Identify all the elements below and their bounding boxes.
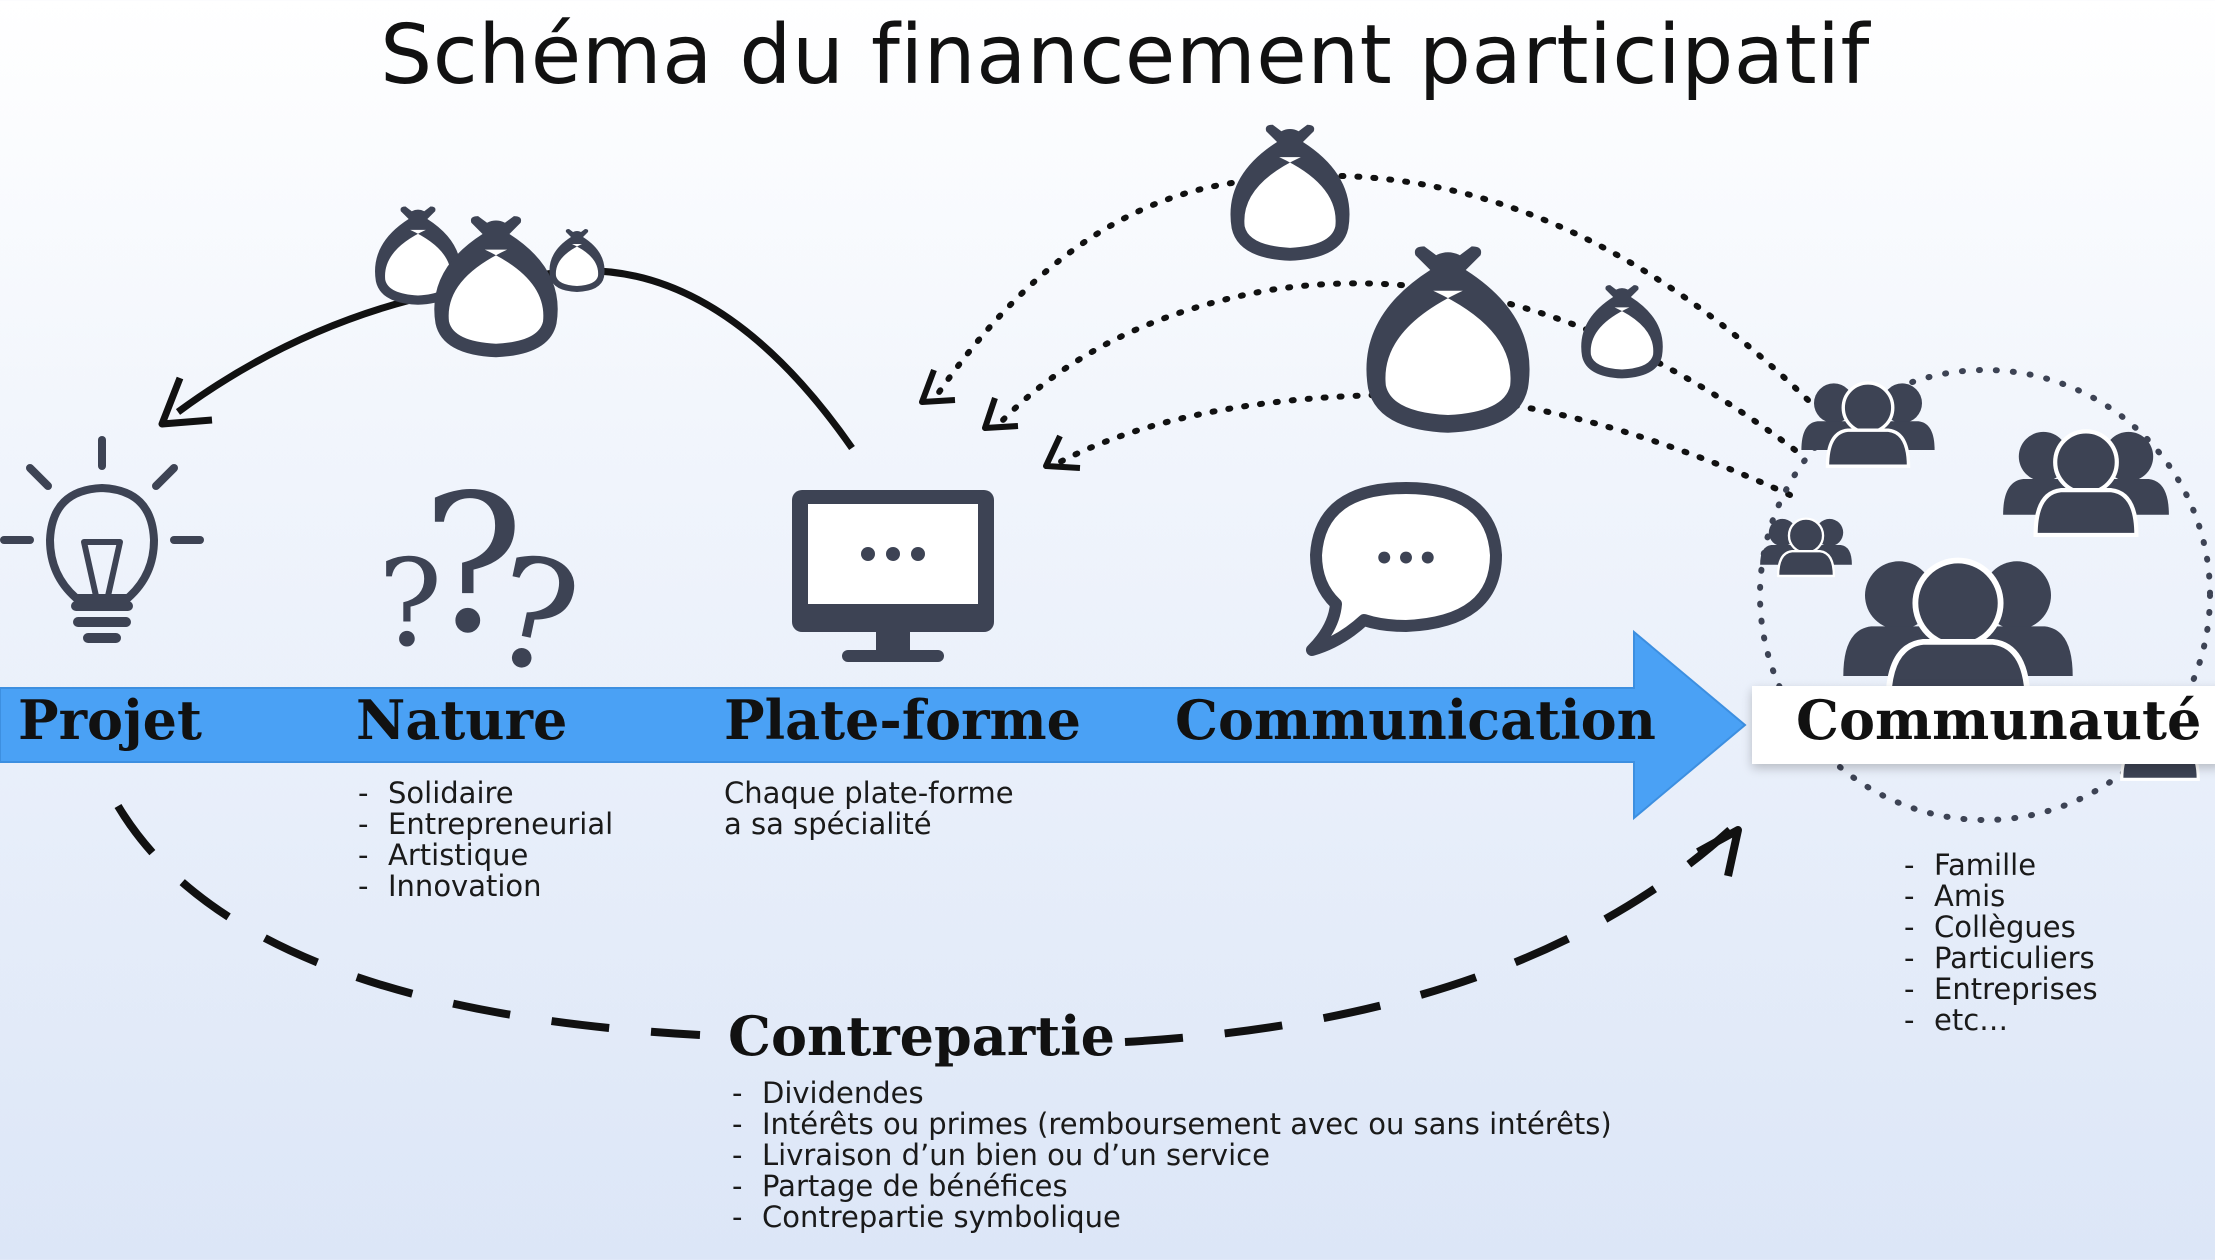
- people-group-icon: [1760, 519, 1852, 576]
- people-group-icon: [2003, 431, 2169, 535]
- money-bag-icon: $: [549, 229, 605, 292]
- process-arrow: [0, 629, 1747, 821]
- dotted-arc-middle-arrowhead: [982, 397, 1019, 431]
- people-group-icon: [1801, 383, 1934, 466]
- monitor-icon: [792, 490, 994, 662]
- money-bag-icon: $: [1366, 246, 1530, 433]
- money-bag-icon: $: [1581, 285, 1663, 379]
- list-item: Solidaire: [356, 778, 613, 810]
- stage-nature: Nature: [356, 688, 568, 752]
- stage-projet: Projet: [18, 688, 202, 752]
- svg-text:$: $: [1267, 164, 1314, 242]
- contrepartie-title: Contrepartie: [728, 1004, 1116, 1068]
- svg-text:$: $: [1416, 300, 1480, 407]
- list-item: Innovation: [356, 871, 613, 903]
- svg-text:$: $: [1606, 312, 1638, 366]
- svg-text:$: $: [472, 258, 520, 338]
- svg-text:$: $: [401, 236, 435, 292]
- contrepartie-list: Dividendes Intérêts ou primes (rembourse…: [730, 1078, 1612, 1234]
- list-item: Dividendes: [730, 1078, 1612, 1110]
- stage-communication: Communication: [1175, 688, 1656, 752]
- stage-communaute: Communauté: [1796, 688, 2202, 752]
- list-item: Partage de bénéfices: [730, 1171, 1612, 1203]
- svg-text:•••: •••: [1373, 539, 1438, 579]
- nature-list: Solidaire Entrepreneurial Artistique Inn…: [356, 778, 613, 903]
- money-bag-icon: $: [434, 216, 558, 358]
- list-item: Particuliers: [1902, 943, 2098, 975]
- dotted-arc-middle: [997, 280, 1798, 453]
- list-item: Amis: [1902, 881, 2098, 913]
- people-group-icon: [1843, 561, 2072, 704]
- funding-arc-arrowhead: [158, 376, 213, 428]
- question-marks-icon: ? ? ?: [378, 454, 592, 710]
- list-item: Collègues: [1902, 912, 2098, 944]
- lightbulb-icon: [0, 436, 204, 643]
- dotted-arc-inner: [1057, 391, 1793, 498]
- list-item: Famille: [1902, 850, 2098, 882]
- list-item: etc…: [1902, 1005, 2098, 1037]
- plateforme-note: Chaque plate-forme a sa spécialité: [724, 778, 1014, 840]
- list-item: Artistique: [356, 840, 613, 872]
- list-item: Intérêts ou primes (remboursement avec o…: [730, 1109, 1612, 1141]
- contrepartie-arc-arrowhead: [1696, 826, 1742, 877]
- list-item: Entreprises: [1902, 974, 2098, 1006]
- list-item: Entrepreneurial: [356, 809, 613, 841]
- plateforme-note-line: Chaque plate-forme: [724, 776, 1014, 810]
- communaute-label-box: [1752, 686, 2215, 764]
- money-bag-icon: $: [375, 206, 461, 305]
- svg-text:$: $: [566, 248, 588, 284]
- dotted-arc-outer-arrowhead: [919, 368, 956, 405]
- dotted-arc-inner-arrowhead: [1043, 434, 1081, 471]
- svg-text:?: ?: [422, 454, 524, 675]
- money-bag-icon: $: [1230, 124, 1350, 261]
- svg-text:?: ?: [378, 535, 442, 674]
- plateforme-note-line: a sa spécialité: [724, 807, 932, 841]
- list-item: Livraison d’un bien ou d’un service: [730, 1140, 1612, 1172]
- contrepartie-arc: [114, 803, 1733, 1046]
- speech-bubble-icon: •••: [1306, 482, 1502, 656]
- community-circle: [1757, 367, 2213, 823]
- list-item: Contrepartie symbolique: [730, 1202, 1612, 1234]
- communaute-list: Famille Amis Collègues Particuliers Entr…: [1902, 850, 2098, 1037]
- stage-plateforme: Plate-forme: [724, 688, 1082, 752]
- page-title: Schéma du financement participatif: [380, 8, 1870, 103]
